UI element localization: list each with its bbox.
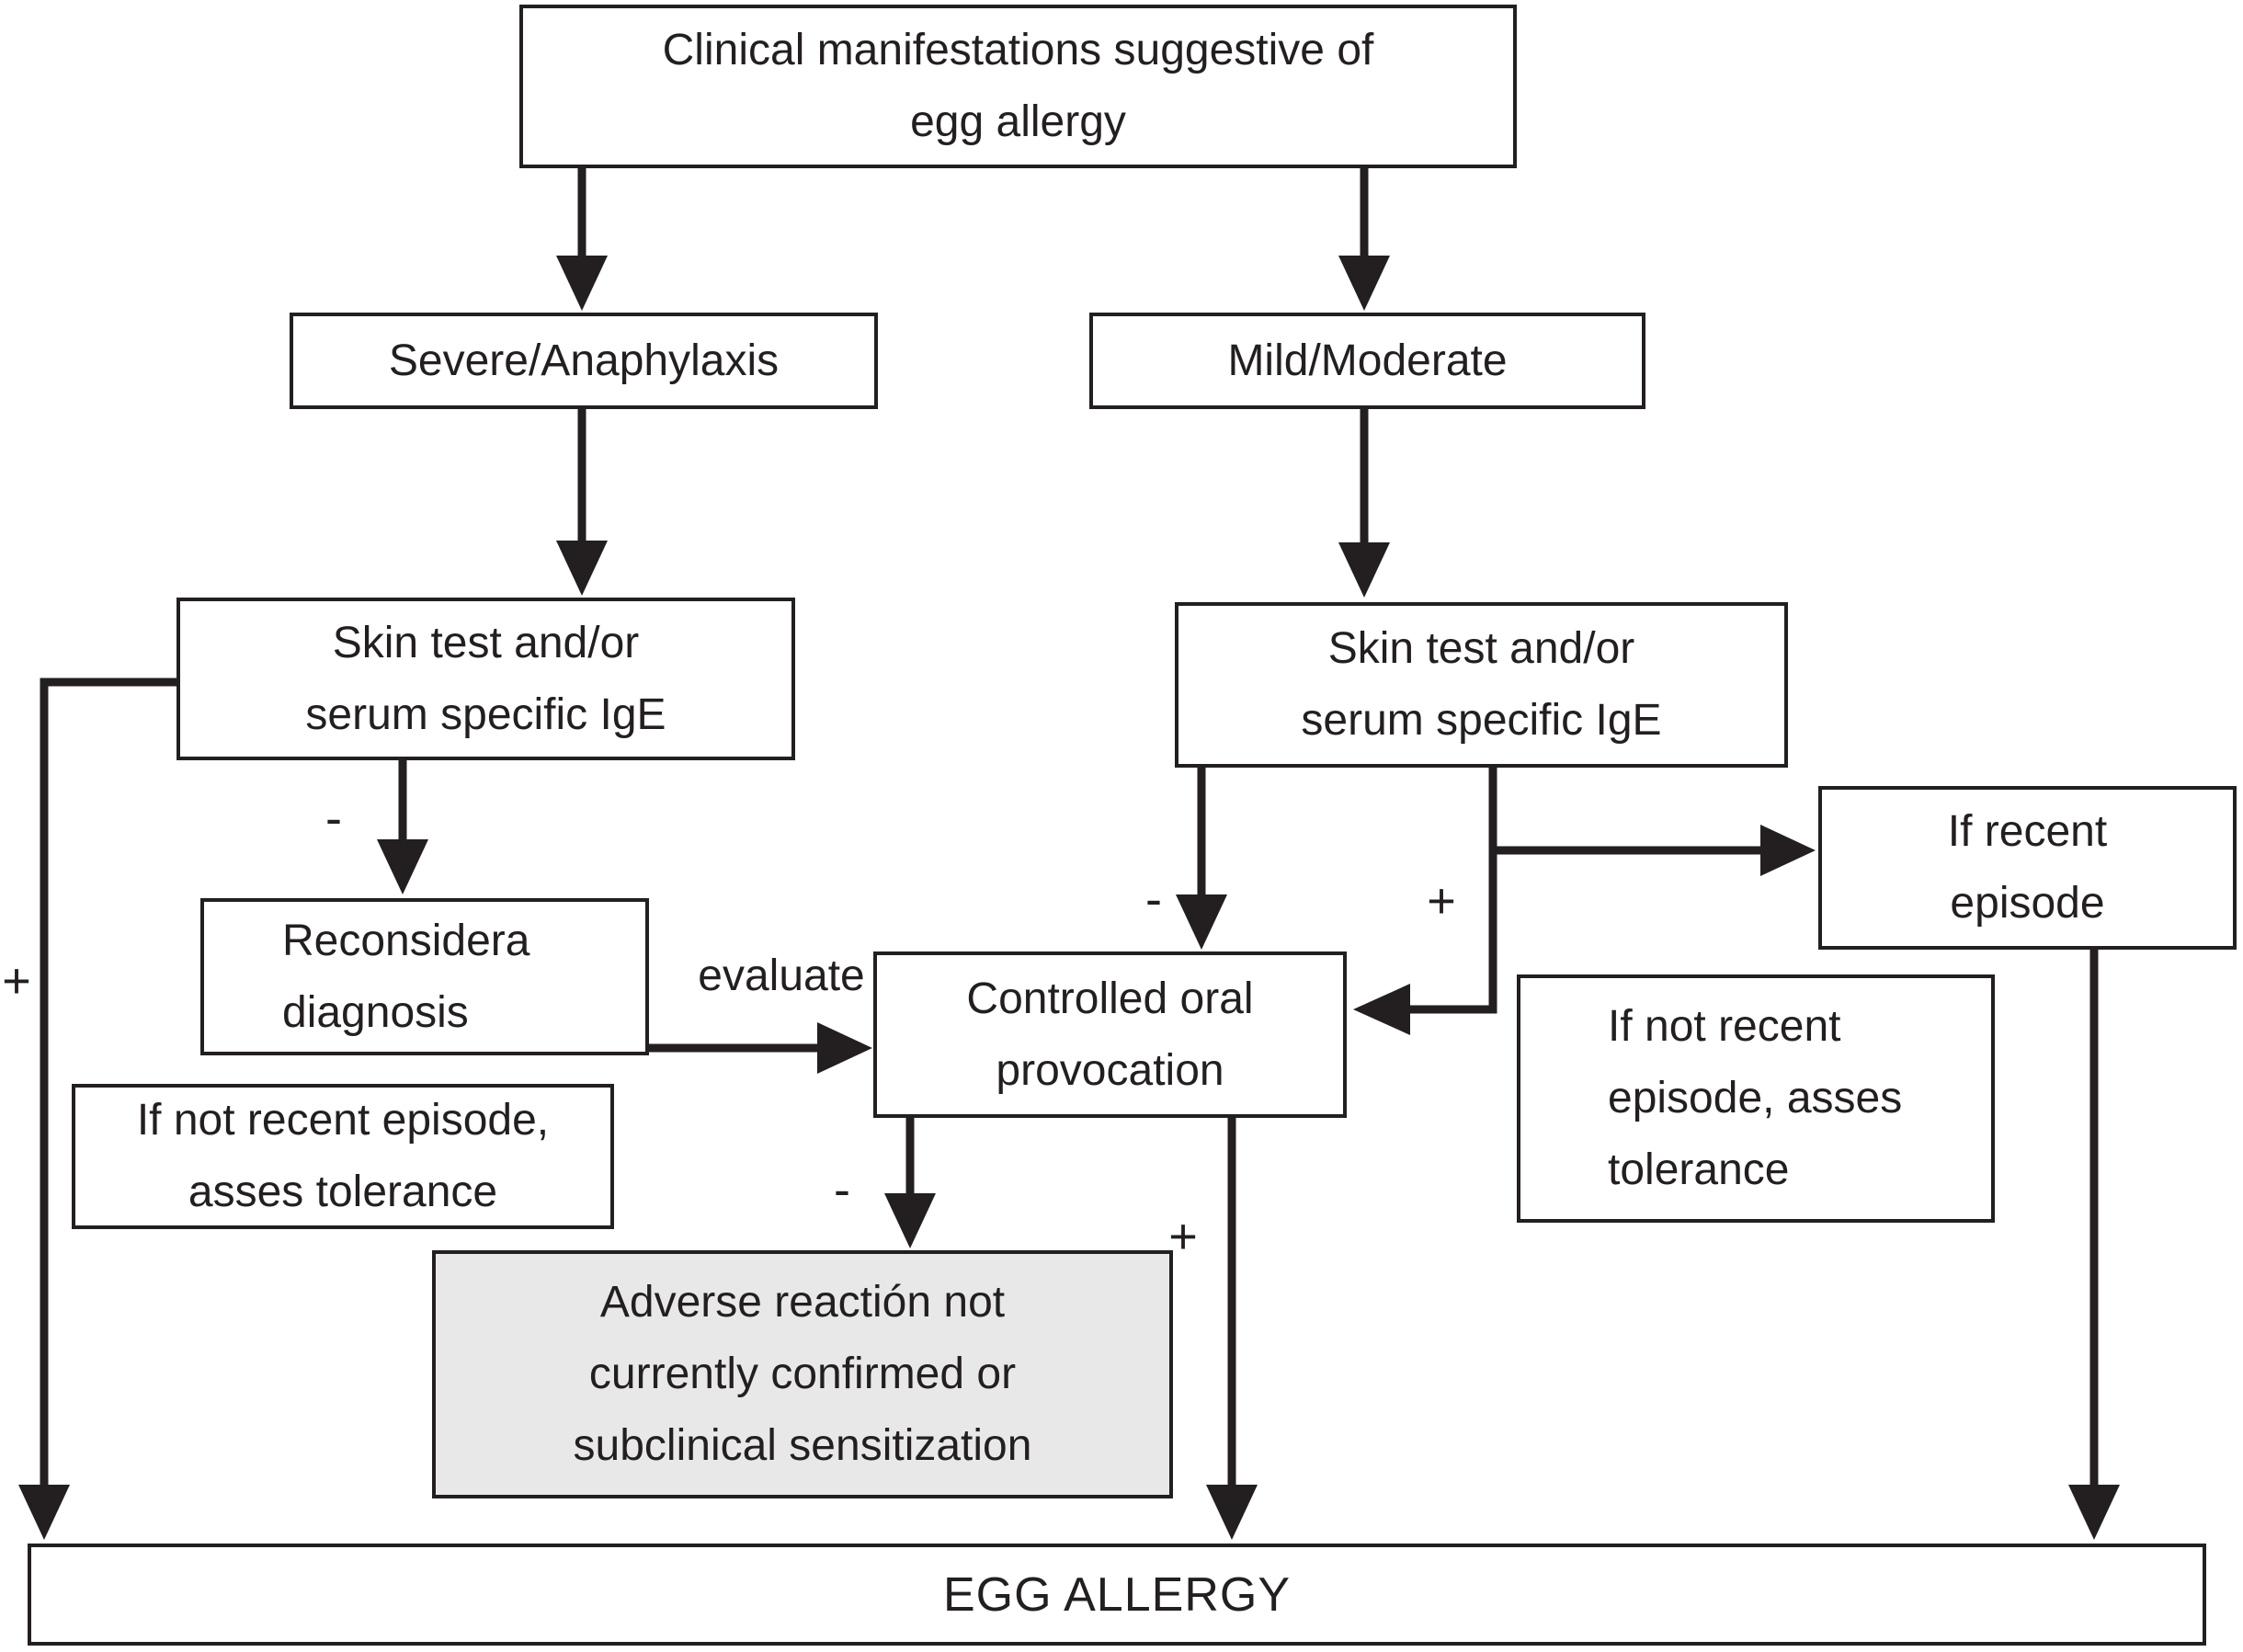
- node-label-line: egg allergy: [910, 97, 1126, 146]
- arrow-skin-test-negative-to-provocation: [1176, 768, 1227, 950]
- node-label-line: asses tolerance: [188, 1168, 498, 1216]
- edge-label-positive: +: [1427, 873, 1456, 929]
- node-skin-test-severe-branch: Skin test and/or serum specific IgE: [176, 598, 795, 760]
- node-if-recent-episode: If recent episode: [1818, 786, 2237, 950]
- edge-label-negative: -: [325, 791, 342, 846]
- edge-label-negative: -: [1145, 872, 1162, 927]
- arrow-provocation-positive-to-egg-allergy: [1206, 1118, 1258, 1540]
- arrow-skin-test-positive-to-egg-allergy: [18, 678, 176, 1540]
- node-label-line: If recent: [1947, 807, 2108, 856]
- arrow-clinical-to-mild: [1338, 168, 1390, 311]
- arrow-skin-test-positive-to-provocation: [1353, 768, 1497, 1035]
- node-label-line: tolerance: [1608, 1145, 1790, 1194]
- arrow-clinical-to-severe: [556, 168, 608, 311]
- node-label-line: EGG ALLERGY: [942, 1567, 1292, 1622]
- arrow-skin-test-negative-to-reconsider: [377, 760, 428, 894]
- arrow-if-recent-to-egg-allergy: [2068, 950, 2120, 1540]
- node-label-line: Severe/Anaphylaxis: [388, 336, 780, 385]
- node-label-line: If not recent: [1608, 1002, 1841, 1051]
- node-label-line: serum specific IgE: [305, 689, 666, 739]
- node-mild-moderate: Mild/Moderate: [1089, 313, 1645, 409]
- arrow-severe-to-skin-test: [556, 409, 608, 596]
- edge-label-negative: -: [834, 1162, 850, 1217]
- node-label-line: subclinical sensitization: [573, 1421, 1032, 1470]
- node-label-line: episode, asses: [1608, 1074, 1903, 1122]
- node-if-not-recent-episode-right: If not recent episode, asses tolerance: [1517, 974, 1995, 1223]
- arrow-reconsider-evaluate-to-provocation: [649, 1022, 872, 1074]
- edge-label-positive: +: [2, 953, 31, 1008]
- arrow-mild-to-skin-test: [1338, 409, 1390, 598]
- node-label-line: diagnosis: [282, 987, 469, 1037]
- node-controlled-oral-provocation: Controlled oral provocation: [873, 951, 1347, 1118]
- node-skin-test-mild-branch: Skin test and/or serum specific IgE: [1175, 602, 1788, 768]
- node-label-line: Reconsidera: [282, 916, 530, 965]
- edge-label-positive: +: [1168, 1209, 1198, 1264]
- node-label-line: Mild/Moderate: [1227, 336, 1508, 385]
- node-egg-allergy: EGG ALLERGY: [28, 1544, 2206, 1646]
- node-label-line: Clinical manifestations suggestive of: [662, 26, 1374, 74]
- node-label-line: provocation: [996, 1045, 1224, 1095]
- node-reconsider-diagnosis: Reconsidera diagnosis: [200, 898, 649, 1055]
- node-label-line: Skin test and/or: [1327, 624, 1635, 673]
- node-label-line: currently confirmed or: [588, 1350, 1017, 1398]
- node-clinical-manifestations: Clinical manifestations suggestive of eg…: [519, 5, 1517, 168]
- node-label-line: Controlled oral: [966, 974, 1254, 1023]
- edge-label-evaluate: evaluate: [698, 951, 865, 1000]
- node-severe-anaphylaxis: Severe/Anaphylaxis: [290, 313, 878, 409]
- node-label-line: serum specific IgE: [1301, 696, 1662, 745]
- arrow-provocation-negative-to-adverse: [884, 1118, 936, 1248]
- node-label-line: Adverse reactión not: [599, 1278, 1006, 1327]
- node-if-not-recent-episode-left: If not recent episode, asses tolerance: [72, 1084, 614, 1229]
- node-label-line: Skin test and/or: [332, 618, 640, 667]
- arrow-positive-branch-to-if-recent: [1493, 825, 1816, 876]
- node-adverse-reaction-not-confirmed: Adverse reactión not currently confirmed…: [432, 1250, 1173, 1498]
- node-label-line: If not recent episode,: [136, 1096, 550, 1145]
- node-label-line: episode: [1950, 879, 2105, 928]
